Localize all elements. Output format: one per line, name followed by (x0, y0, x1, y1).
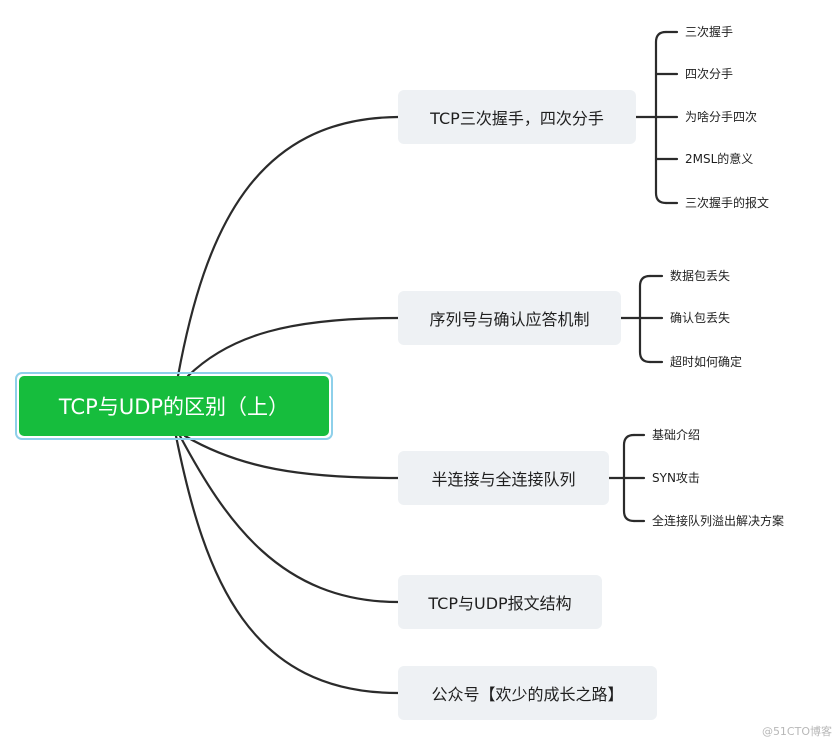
branch-node-label: 序列号与确认应答机制 (429, 310, 590, 329)
connector-root-branch-5 (174, 434, 400, 695)
watermark-text: @51CTO博客 (761, 725, 832, 738)
branch-node-tcp-handshake[interactable]: TCP三次握手，四次分手 (398, 90, 636, 144)
leaf-node[interactable]: 2MSL的意义 (685, 152, 754, 166)
branch-node-label: 半连接与全连接队列 (431, 470, 576, 489)
root-node-outline (15, 372, 333, 440)
connector-root-branch-1 (176, 115, 400, 378)
connector-root-branch-4 (178, 434, 400, 604)
branch-node-sequence-ack[interactable]: 序列号与确认应答机制 (398, 291, 621, 345)
root-node[interactable]: TCP与UDP的区别（上） (19, 376, 329, 436)
leaf-node[interactable]: 超时如何确定 (670, 355, 743, 369)
leaf-node[interactable]: 数据包丢失 (670, 269, 731, 283)
leaf-node[interactable]: 为啥分手四次 (685, 110, 758, 124)
connector-root-branch-3 (183, 434, 400, 480)
connector-root-branch-2 (186, 316, 400, 378)
branch-node-packet-structure[interactable]: TCP与UDP报文结构 (398, 575, 602, 629)
branch-node-label: TCP三次握手，四次分手 (430, 109, 604, 128)
leaf-node[interactable]: 四次分手 (685, 67, 734, 81)
branch-node-label: 公众号【欢少的成长之路】 (431, 685, 624, 704)
leaf-node[interactable]: 基础介绍 (652, 428, 701, 442)
leaf-node[interactable]: 三次握手的报文 (685, 196, 770, 210)
root-node-label: TCP与UDP的区别（上） (58, 395, 290, 419)
branch-node-label: TCP与UDP报文结构 (428, 594, 572, 613)
leaf-node[interactable]: 确认包丢失 (670, 311, 731, 325)
branch-node-connection-queues[interactable]: 半连接与全连接队列 (398, 451, 609, 505)
leaf-node[interactable]: SYN攻击 (652, 471, 700, 485)
leaf-node[interactable]: 全连接队列溢出解决方案 (652, 514, 785, 528)
leaf-node[interactable]: 三次握手 (685, 25, 734, 39)
branch-node-official-account[interactable]: 公众号【欢少的成长之路】 (398, 666, 657, 720)
